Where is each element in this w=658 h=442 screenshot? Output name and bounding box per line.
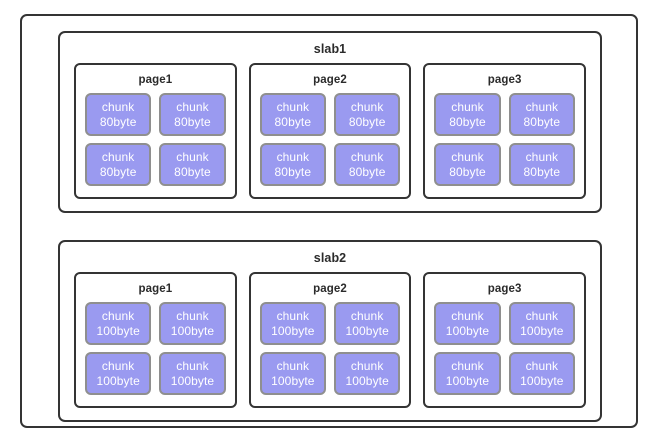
chunk-label: chunk xyxy=(276,99,310,114)
chunk-size-label: 80byte xyxy=(523,114,561,129)
chunk-label: chunk xyxy=(350,358,384,373)
chunk-size-label: 80byte xyxy=(348,114,386,129)
chunk-label: chunk xyxy=(176,308,209,323)
chunk-size-label: 80byte xyxy=(174,114,211,129)
chunk-size-label: 80byte xyxy=(348,164,386,179)
chunk-label: chunk xyxy=(350,99,384,114)
chunk-label: chunk xyxy=(276,358,310,373)
chunk-label: chunk xyxy=(525,358,559,373)
chunk-label: chunk xyxy=(176,358,209,373)
chunk-label: chunk xyxy=(451,358,484,373)
chunk-size-label: 80byte xyxy=(99,114,137,129)
chunk-label: chunk xyxy=(451,99,484,114)
chunk-size-label: 100byte xyxy=(520,323,564,338)
slab-title: slab1 xyxy=(313,42,347,56)
chunk-label: chunk xyxy=(101,308,135,323)
chunk-label: chunk xyxy=(101,149,135,164)
chunk-size-label: 100byte xyxy=(271,323,315,338)
page-title: page2 xyxy=(313,74,347,86)
page-title: page2 xyxy=(313,283,347,295)
chunk-size-label: 100byte xyxy=(520,373,564,388)
chunk-label: chunk xyxy=(451,149,484,164)
chunk-label: chunk xyxy=(176,149,209,164)
chunk-size-label: 80byte xyxy=(449,114,486,129)
chunk-size-label: 80byte xyxy=(174,164,211,179)
page-title: page3 xyxy=(487,74,522,86)
chunk-label: chunk xyxy=(101,358,135,373)
page-title: page1 xyxy=(138,283,173,295)
chunk-label: chunk xyxy=(451,308,484,323)
chunk-size-label: 100byte xyxy=(445,323,490,338)
page-title: page1 xyxy=(138,74,173,86)
chunk-size-label: 100byte xyxy=(96,373,140,388)
chunk-size-label: 100byte xyxy=(170,323,215,338)
chunk-label: chunk xyxy=(525,149,559,164)
chunk-label: chunk xyxy=(525,99,559,114)
chunk-label: chunk xyxy=(350,149,384,164)
slab-title: slab2 xyxy=(313,251,347,265)
chunk-size-label: 80byte xyxy=(274,114,312,129)
chunk-label: chunk xyxy=(525,308,559,323)
chunk-size-label: 100byte xyxy=(271,373,315,388)
chunk-size-label: 100byte xyxy=(170,373,215,388)
chunk-label: chunk xyxy=(276,308,310,323)
chunk-label: chunk xyxy=(176,99,209,114)
chunk-size-label: 80byte xyxy=(449,164,486,179)
chunk-label: chunk xyxy=(276,149,310,164)
chunk-size-label: 100byte xyxy=(345,373,389,388)
chunk-size-label: 80byte xyxy=(523,164,561,179)
chunk-size-label: 80byte xyxy=(99,164,137,179)
chunk-size-label: 100byte xyxy=(96,323,140,338)
chunk-label: chunk xyxy=(101,99,135,114)
chunk-size-label: 100byte xyxy=(445,373,490,388)
page-title: page3 xyxy=(487,283,522,295)
chunk-size-label: 100byte xyxy=(345,323,389,338)
chunk-label: chunk xyxy=(350,308,384,323)
chunk-size-label: 80byte xyxy=(274,164,312,179)
